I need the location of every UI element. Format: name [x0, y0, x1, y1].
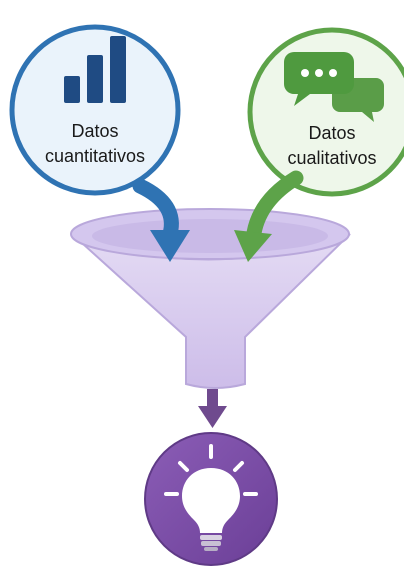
qualitative-arrow [234, 170, 304, 262]
quantitative-label-line2: cuantitativos [45, 146, 145, 166]
qualitative-label-line2: cualitativos [287, 148, 376, 168]
lightbulb-icon [164, 444, 258, 551]
funnel-opening [92, 219, 328, 253]
chat-bubbles-icon [284, 52, 384, 122]
quantitative-data-node: Datos cuantitativos [9, 24, 181, 196]
funnel [70, 208, 351, 389]
output-arrow [198, 389, 227, 428]
insight-node [144, 432, 278, 566]
quantitative-label-line1: Datos [71, 121, 118, 141]
bar-chart-icon [64, 36, 126, 103]
qualitative-label-line1: Datos [308, 123, 355, 143]
qualitative-data-node: Datos cualitativos [247, 27, 404, 197]
quantitative-arrow [132, 178, 190, 262]
